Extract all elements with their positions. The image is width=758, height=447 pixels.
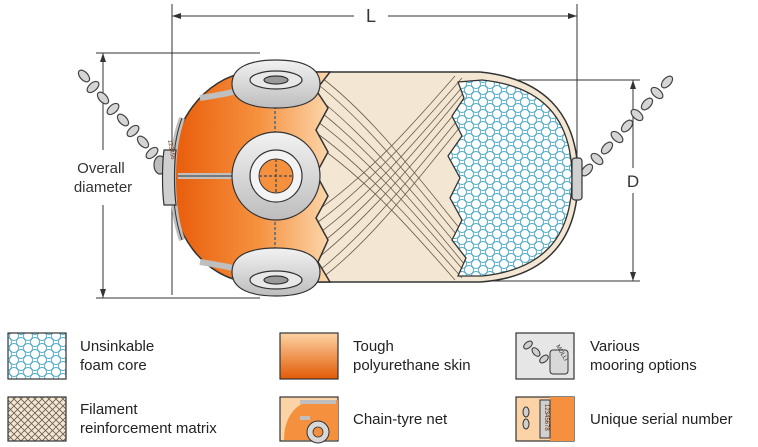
legend-swatch-foam [7,332,67,380]
legend-swatch-mooring: MULLI [515,332,575,380]
chain-link-icon [77,69,167,175]
legend-label-skin: Tough polyurethane skin [353,338,471,374]
legend-label-net: Chain-tyre net [353,411,448,428]
legend-label-foam: Unsinkable foam core [80,338,155,374]
legend-swatch-serial: 12345678 [515,396,575,442]
diameter-label: D [627,172,639,191]
svg-text:123456: 123456 [166,139,176,160]
chain-link-icon [580,75,674,177]
overall-diameter-label: Overall diameter [74,160,132,196]
tyre-icon [231,59,321,109]
length-label: L [366,6,376,26]
legend-label-serial: Unique serial number [590,411,733,428]
legend-swatch-net [279,396,339,444]
tyre-icon [231,131,321,221]
foam-core [447,79,573,277]
legend-swatch-skin [279,332,339,380]
legend-label-mooring: Various mooring options [590,338,697,374]
shackle-icon [571,157,583,201]
legend-label-filament: Filament reinforcement matrix [80,401,217,437]
legend-swatch-filament [7,396,67,442]
svg-text:12345678: 12345678 [543,404,549,431]
chain-tyre-net: 123456 [161,59,321,297]
tyre-icon [231,247,321,297]
